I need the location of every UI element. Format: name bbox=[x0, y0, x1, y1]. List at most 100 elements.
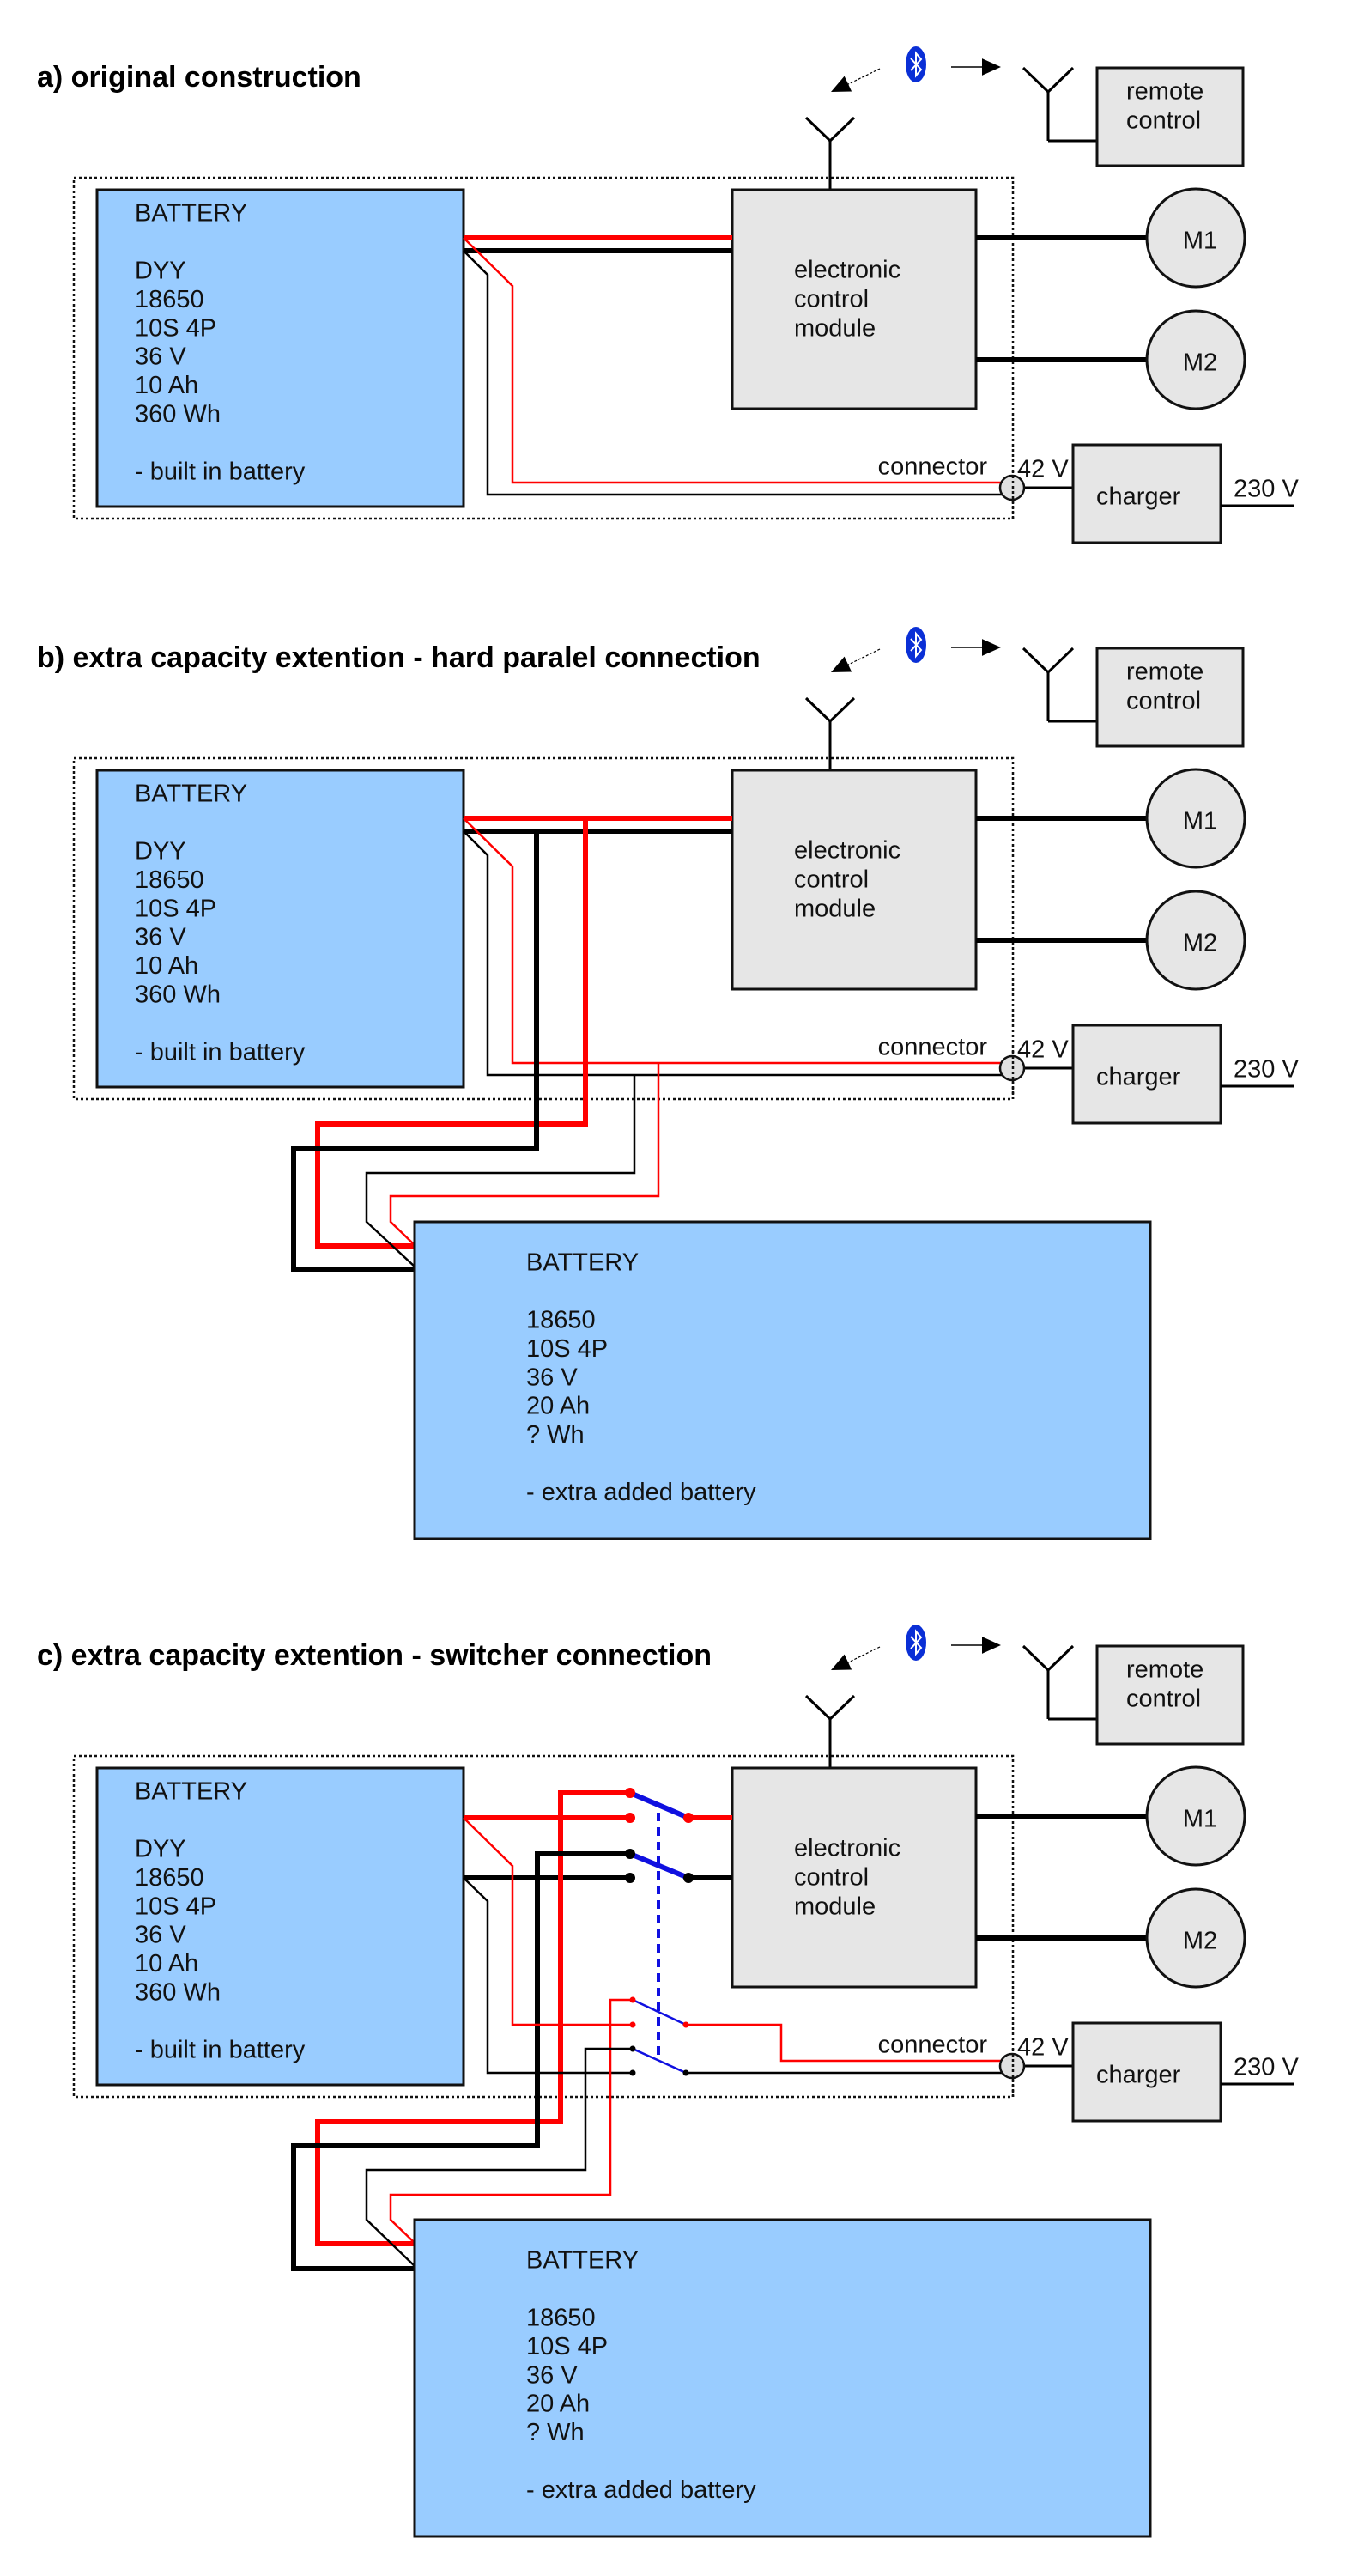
connector-voltage-label: 42 V bbox=[1017, 456, 1069, 483]
switch-contact bbox=[625, 1873, 635, 1883]
arrow-to-remote-icon bbox=[982, 1637, 1001, 1654]
builtin-battery-label-line: 18650 bbox=[135, 1864, 204, 1892]
charge-positive-wire bbox=[463, 237, 1003, 484]
builtin-battery-label-line: 18650 bbox=[135, 286, 204, 313]
arrow-to-module-icon bbox=[831, 76, 852, 92]
mains-voltage-label: 230 V bbox=[1234, 1056, 1299, 1084]
remote-control-box bbox=[1095, 1644, 1245, 1746]
remote-control-label-line: remote bbox=[1126, 659, 1203, 686]
builtin-battery-label-line: DYY bbox=[135, 1835, 186, 1862]
builtin-battery-label-line: 10 Ah bbox=[135, 952, 198, 980]
charger-box bbox=[1071, 1024, 1222, 1125]
bike-enclosure-outline bbox=[72, 756, 1015, 1101]
motor-1 bbox=[1145, 1765, 1246, 1867]
switch-contact bbox=[629, 2045, 636, 2052]
control-module-label-line: electronic bbox=[794, 257, 900, 284]
builtin-battery-label-line: - built in battery bbox=[135, 2036, 306, 2063]
switch-contact bbox=[625, 1788, 635, 1798]
connector-voltage-label: 42 V bbox=[1017, 1036, 1069, 1064]
charger-label: charger bbox=[1096, 1064, 1181, 1091]
extra-battery-box bbox=[413, 1220, 1152, 1540]
wiring bbox=[291, 816, 1003, 1272]
motor-1-label: M1 bbox=[1183, 1806, 1217, 1833]
remote-control-label-line: remote bbox=[1126, 1656, 1203, 1684]
charger-box bbox=[1071, 2021, 1222, 2123]
extra-battery-label-line: 18650 bbox=[526, 2304, 596, 2331]
extra-charge-negative-wire bbox=[365, 2047, 633, 2267]
remote-control-box bbox=[1095, 647, 1245, 748]
extra-positive-wire bbox=[315, 1790, 630, 2246]
connector-voltage-label: 42 V bbox=[1017, 2034, 1069, 2062]
extra-positive-wire bbox=[315, 818, 588, 1249]
control-module-label-line: electronic bbox=[794, 1835, 900, 1862]
module-antenna-icon bbox=[804, 1694, 856, 1768]
section-title: b) extra capacity extention - hard paral… bbox=[37, 641, 761, 674]
builtin-battery-label-line: 36 V bbox=[135, 1922, 186, 1949]
extra-charge-positive-wire bbox=[389, 1063, 660, 1246]
switch-contact bbox=[682, 2069, 689, 2076]
remote-control-label-line: control bbox=[1126, 107, 1201, 135]
bluetooth-icon bbox=[906, 1625, 926, 1661]
dashed-arrow-line bbox=[842, 648, 881, 668]
switch-contact bbox=[629, 1996, 636, 2003]
builtin-battery-label-line: BATTERY bbox=[135, 1778, 247, 1806]
remote-antenna-icon bbox=[1022, 66, 1075, 141]
extra-battery-label-line: 36 V bbox=[526, 1364, 578, 1391]
extra-battery-label-line: BATTERY bbox=[526, 1249, 639, 1277]
battery-selector-switch bbox=[625, 1788, 694, 2076]
builtin-battery-label-line: 10 Ah bbox=[135, 372, 198, 399]
extra-battery-label-line: ? Wh bbox=[526, 2419, 585, 2446]
switch-contact bbox=[682, 2021, 689, 2028]
remote-antenna-icon bbox=[1022, 647, 1075, 721]
motor-2-label: M2 bbox=[1183, 1928, 1217, 1955]
switch-blade-charge-positive bbox=[632, 1998, 687, 2026]
builtin-battery-label-line: - built in battery bbox=[135, 458, 306, 485]
extra-negative-wire bbox=[291, 831, 539, 1272]
remote-control-label-line: control bbox=[1126, 688, 1201, 715]
builtin-battery-label-line: 360 Wh bbox=[135, 1978, 221, 2006]
bike-enclosure-outline bbox=[72, 1754, 1015, 2099]
wireless-link bbox=[831, 1625, 1001, 1670]
control-module-label-line: electronic bbox=[794, 837, 900, 865]
wireless-link bbox=[831, 627, 1001, 672]
extra-charge-negative-wire bbox=[365, 1075, 636, 1267]
section-b: b) extra capacity extention - hard paral… bbox=[37, 627, 1299, 1540]
builtin-battery-label-line: 10S 4P bbox=[135, 314, 216, 342]
control-module-label-line: control bbox=[794, 286, 869, 313]
extra-battery-label-line: 10S 4P bbox=[526, 1335, 608, 1363]
builtin-battery-box bbox=[95, 769, 465, 1089]
builtin-charge-positive-wire bbox=[463, 1817, 633, 2026]
extra-battery-label-line: - extra added battery bbox=[526, 2476, 756, 2504]
builtin-battery-label-line: 360 Wh bbox=[135, 981, 221, 1008]
arrow-to-module-icon bbox=[831, 656, 852, 672]
control-module-box bbox=[731, 769, 978, 991]
control-module-label-line: module bbox=[794, 896, 876, 923]
charger-label: charger bbox=[1096, 2062, 1181, 2089]
extra-battery-label-line: ? Wh bbox=[526, 1421, 585, 1449]
control-module-box bbox=[731, 1766, 978, 1989]
arrow-to-remote-icon bbox=[982, 58, 1001, 76]
mains-voltage-label: 230 V bbox=[1234, 2054, 1299, 2081]
switch-contact bbox=[683, 1873, 694, 1883]
section-title: a) original construction bbox=[37, 61, 361, 94]
remote-control-label-line: remote bbox=[1126, 78, 1203, 106]
switch-contact bbox=[625, 1813, 635, 1823]
builtin-battery-box bbox=[95, 1766, 465, 2087]
extra-battery-label-line: - extra added battery bbox=[526, 1479, 756, 1506]
builtin-battery-label-line: 360 Wh bbox=[135, 400, 221, 428]
remote-antenna-icon-arms bbox=[1022, 66, 1075, 94]
bluetooth-icon bbox=[906, 46, 926, 82]
charge-negative-wire bbox=[463, 250, 1003, 496]
extra-battery-label-line: 20 Ah bbox=[526, 1393, 590, 1420]
